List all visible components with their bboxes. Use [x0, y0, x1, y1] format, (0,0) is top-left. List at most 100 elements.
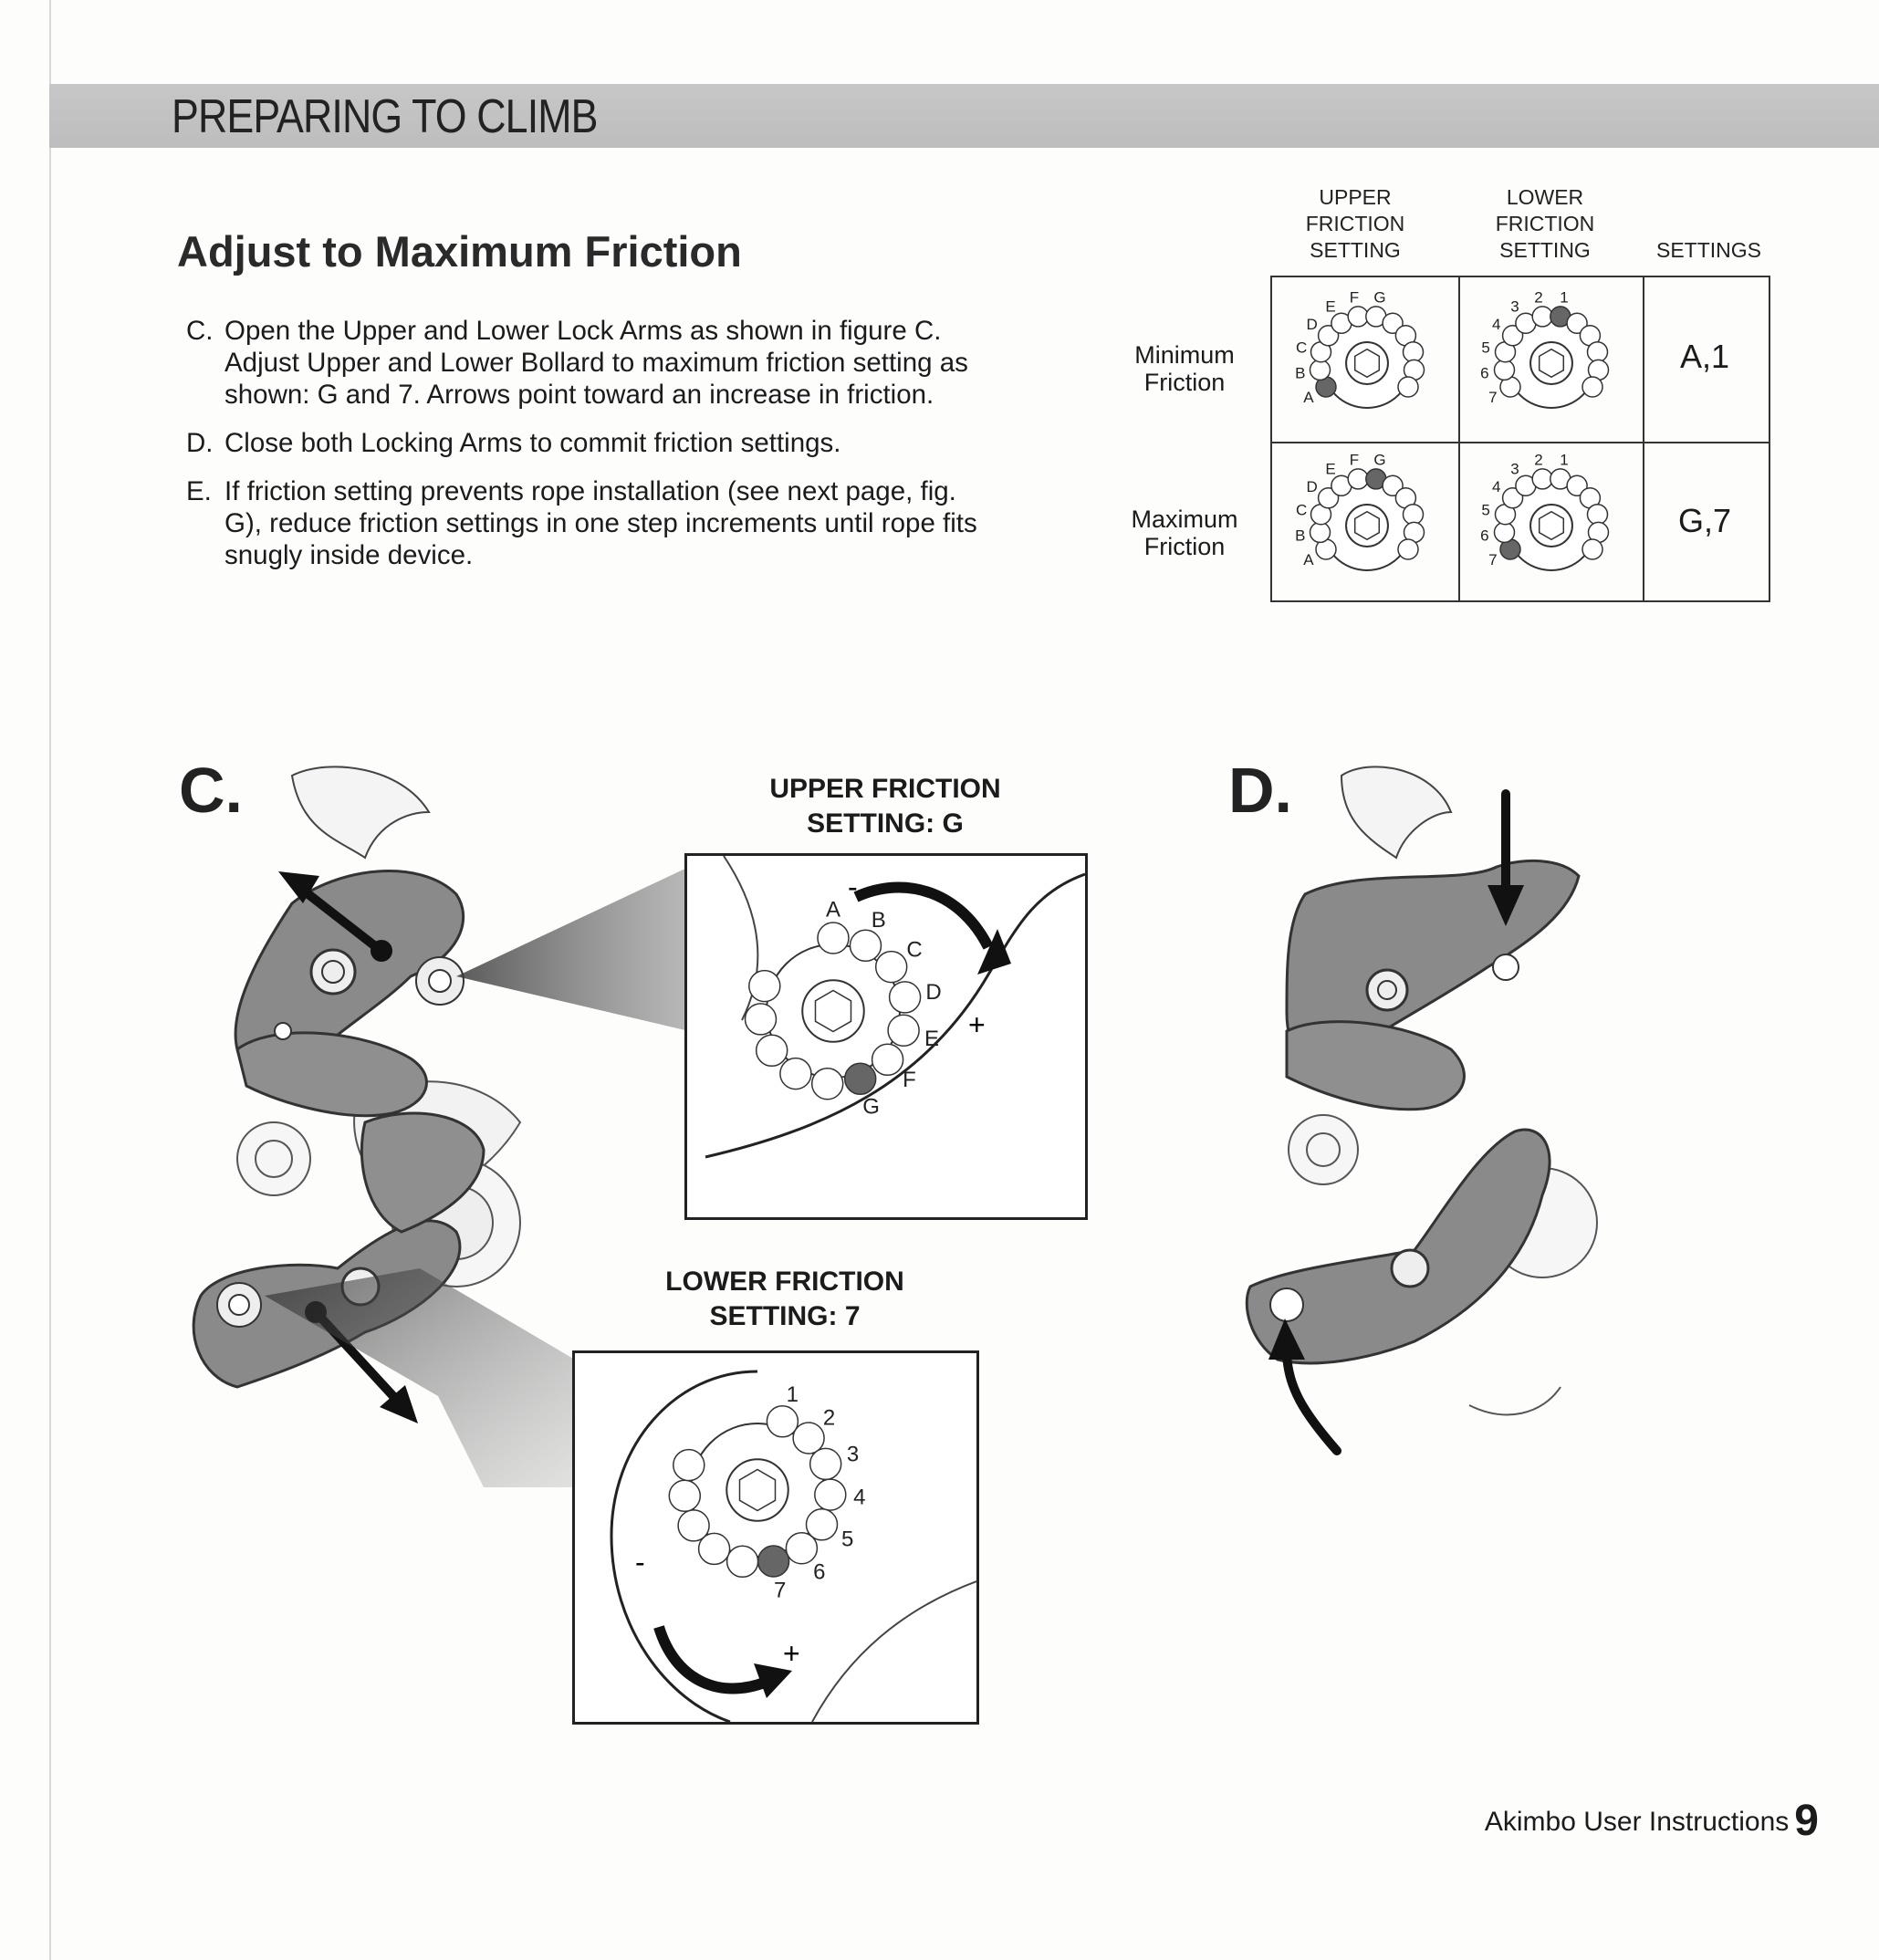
friction-hole [1402, 340, 1425, 363]
dial-label: D [925, 980, 941, 1005]
step-e: E. If friction setting prevents rope ins… [186, 475, 989, 571]
dial-label: C [1296, 339, 1307, 357]
header-band [49, 84, 1879, 148]
friction-hole [1382, 312, 1404, 335]
step-text: Open the Upper and Lower Lock Arms as sh… [224, 316, 968, 410]
dial-label: 7 [1488, 551, 1497, 568]
dial-label: 5 [841, 1527, 853, 1551]
dial-label: F [903, 1068, 916, 1092]
friction-hole [697, 1532, 731, 1566]
friction-hole [668, 1479, 702, 1513]
dial-label: C [906, 938, 922, 963]
dial-label: C [1296, 502, 1307, 519]
dial-label: 2 [1534, 451, 1542, 468]
dial-label: 4 [853, 1486, 865, 1510]
footer-text: Akimbo User Instructions [1484, 1807, 1790, 1837]
friction-hole [755, 1034, 788, 1068]
friction-hole [779, 1057, 812, 1090]
step-letter: C. [186, 316, 214, 346]
dial-label: G [862, 1094, 880, 1119]
friction-hole [805, 1508, 839, 1541]
figure-c-device-illustration [192, 766, 689, 1487]
friction-hole [849, 929, 882, 963]
col-head-lower: LOWER FRICTION SETTING [1495, 185, 1595, 262]
page-binding-edge [49, 0, 51, 1960]
friction-hole [1566, 474, 1588, 497]
dial-label: 3 [1510, 298, 1519, 316]
table-divider [1458, 277, 1460, 600]
figure-d-label: D. [1228, 755, 1292, 826]
friction-hole [1309, 359, 1331, 381]
setting-min-value: A,1 [1679, 338, 1730, 375]
friction-hole [1566, 312, 1588, 335]
dial-label: 6 [1480, 527, 1488, 545]
friction-hole [1382, 474, 1404, 497]
friction-hole [677, 1509, 710, 1542]
dial-label: A [1303, 389, 1314, 406]
dial-label: 5 [1481, 502, 1489, 519]
friction-hole [810, 1067, 844, 1100]
friction-hole [1347, 306, 1369, 328]
dial-label: A [1303, 551, 1314, 568]
friction-hole [1309, 521, 1331, 544]
friction-hole [766, 1405, 799, 1438]
row-label-minimum: Minimum Friction [1134, 341, 1235, 396]
friction-hole [809, 1447, 842, 1481]
dial-label: F [1350, 451, 1359, 468]
dial-label: 3 [847, 1442, 859, 1466]
dial-label: 6 [1480, 365, 1488, 382]
friction-hole [673, 1448, 705, 1482]
step-letter: E. [186, 476, 212, 506]
dial-label: F [1350, 288, 1359, 306]
step-letter: D. [186, 428, 214, 458]
friction-hole [1501, 325, 1524, 347]
figure-d-device-illustration [1245, 766, 1598, 1455]
dial-label: A [826, 897, 840, 922]
dial-label: 5 [1481, 339, 1489, 357]
dial-label: 1 [1560, 451, 1568, 468]
section-title: Adjust to Maximum Friction [177, 227, 742, 276]
dial-label: 6 [813, 1560, 825, 1585]
dial-label: 1 [787, 1382, 799, 1407]
dial-label: 1 [1560, 288, 1568, 306]
step-c: C. Open the Upper and Lower Lock Arms as… [186, 315, 989, 411]
dial-label: 7 [774, 1579, 786, 1603]
friction-hole [1397, 376, 1419, 398]
lower-inset-title: LOWER FRICTION SETTING: 7 [665, 1267, 904, 1331]
friction-hole [874, 950, 908, 984]
col-head-settings: SETTINGS [1655, 238, 1761, 262]
row-label-maximum: Maximum Friction [1131, 506, 1238, 560]
friction-hole [1581, 376, 1603, 398]
friction-hole [744, 1003, 778, 1036]
friction-hole [871, 1043, 904, 1077]
friction-hole [1347, 468, 1369, 490]
dial-label: B [872, 908, 886, 933]
dial-label: D [1307, 478, 1318, 495]
friction-hole-selected [757, 1545, 790, 1578]
dial-label: E [924, 1027, 939, 1051]
dial-label: 2 [823, 1406, 835, 1431]
friction-hole [1397, 538, 1419, 560]
dial-label: E [1325, 461, 1335, 478]
friction-hole [748, 969, 781, 1003]
friction-hole [1493, 359, 1516, 381]
plus-sign: + [968, 1008, 986, 1041]
minus-sign: - [848, 871, 858, 903]
friction-hole [792, 1422, 825, 1454]
friction-hole [1586, 340, 1609, 363]
figure-c-label: C. [179, 755, 243, 826]
friction-hole [1402, 503, 1425, 526]
friction-hole [814, 1478, 847, 1511]
friction-hole [817, 922, 850, 954]
dial-label: E [1325, 298, 1335, 316]
plus-sign: + [783, 1637, 800, 1670]
step-d: D. Close both Locking Arms to commit fri… [186, 427, 989, 459]
dial-label: D [1307, 316, 1318, 333]
